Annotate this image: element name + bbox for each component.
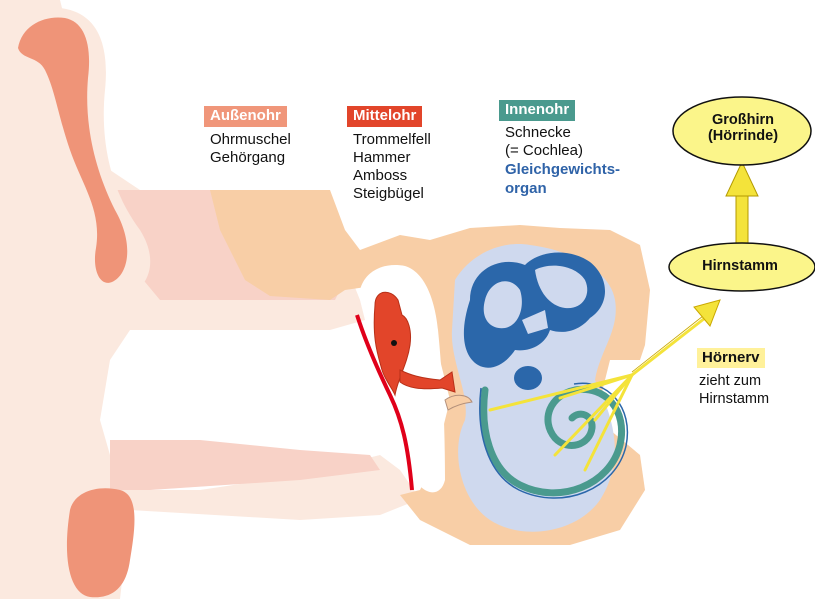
auditory-nerve-line: zieht zum — [699, 372, 769, 390]
earlobe — [67, 488, 135, 597]
inner-ear-item: (= Cochlea) — [505, 142, 620, 160]
cerebrum-title: Großhirn — [678, 112, 808, 128]
middle-ear-items: Trommelfell Hammer Amboss Steigbügel — [353, 131, 431, 203]
outer-ear-item: Ohrmuschel — [210, 131, 291, 149]
middle-ear-item: Hammer — [353, 149, 431, 167]
middle-ear-item: Steigbügel — [353, 185, 431, 203]
balance-organ-line: Gleichgewichts- — [505, 160, 620, 179]
middle-ear-item: Trommelfell — [353, 131, 431, 149]
brainstem-title: Hirnstamm — [670, 258, 810, 274]
auditory-nerve-tag: Hörnerv — [697, 348, 765, 368]
balance-organ-line: organ — [505, 179, 620, 198]
inner-ear-item: Schnecke — [505, 124, 620, 142]
middle-ear-item: Amboss — [353, 167, 431, 185]
auditory-nerve-items: zieht zum Hirnstamm — [699, 372, 769, 408]
brain-arrowhead — [726, 162, 758, 196]
malleus-pivot — [391, 340, 397, 346]
inner-ear-tag: Innenohr — [499, 100, 575, 121]
outer-ear-tag: Außenohr — [204, 106, 287, 127]
auditory-nerve-line: Hirnstamm — [699, 390, 769, 408]
cerebrum-label: Großhirn (Hörrinde) — [678, 112, 808, 144]
cerebrum-subtitle: (Hörrinde) — [678, 128, 808, 144]
brainstem-label: Hirnstamm — [670, 258, 810, 274]
inner-ear-label: Innenohr Schnecke (= Cochlea) Gleichgewi… — [499, 100, 620, 198]
middle-ear-tag: Mittelohr — [347, 106, 422, 127]
outer-ear-items: Ohrmuschel Gehörgang — [210, 131, 291, 167]
outer-ear-label: Außenohr Ohrmuschel Gehörgang — [204, 106, 291, 167]
outer-ear-item: Gehörgang — [210, 149, 291, 167]
auditory-nerve-label: Hörnerv zieht zum Hirnstamm — [697, 348, 769, 408]
middle-ear-label: Mittelohr Trommelfell Hammer Amboss Stei… — [347, 106, 431, 203]
inner-ear-items: Schnecke (= Cochlea) Gleichgewichts- org… — [505, 124, 620, 198]
